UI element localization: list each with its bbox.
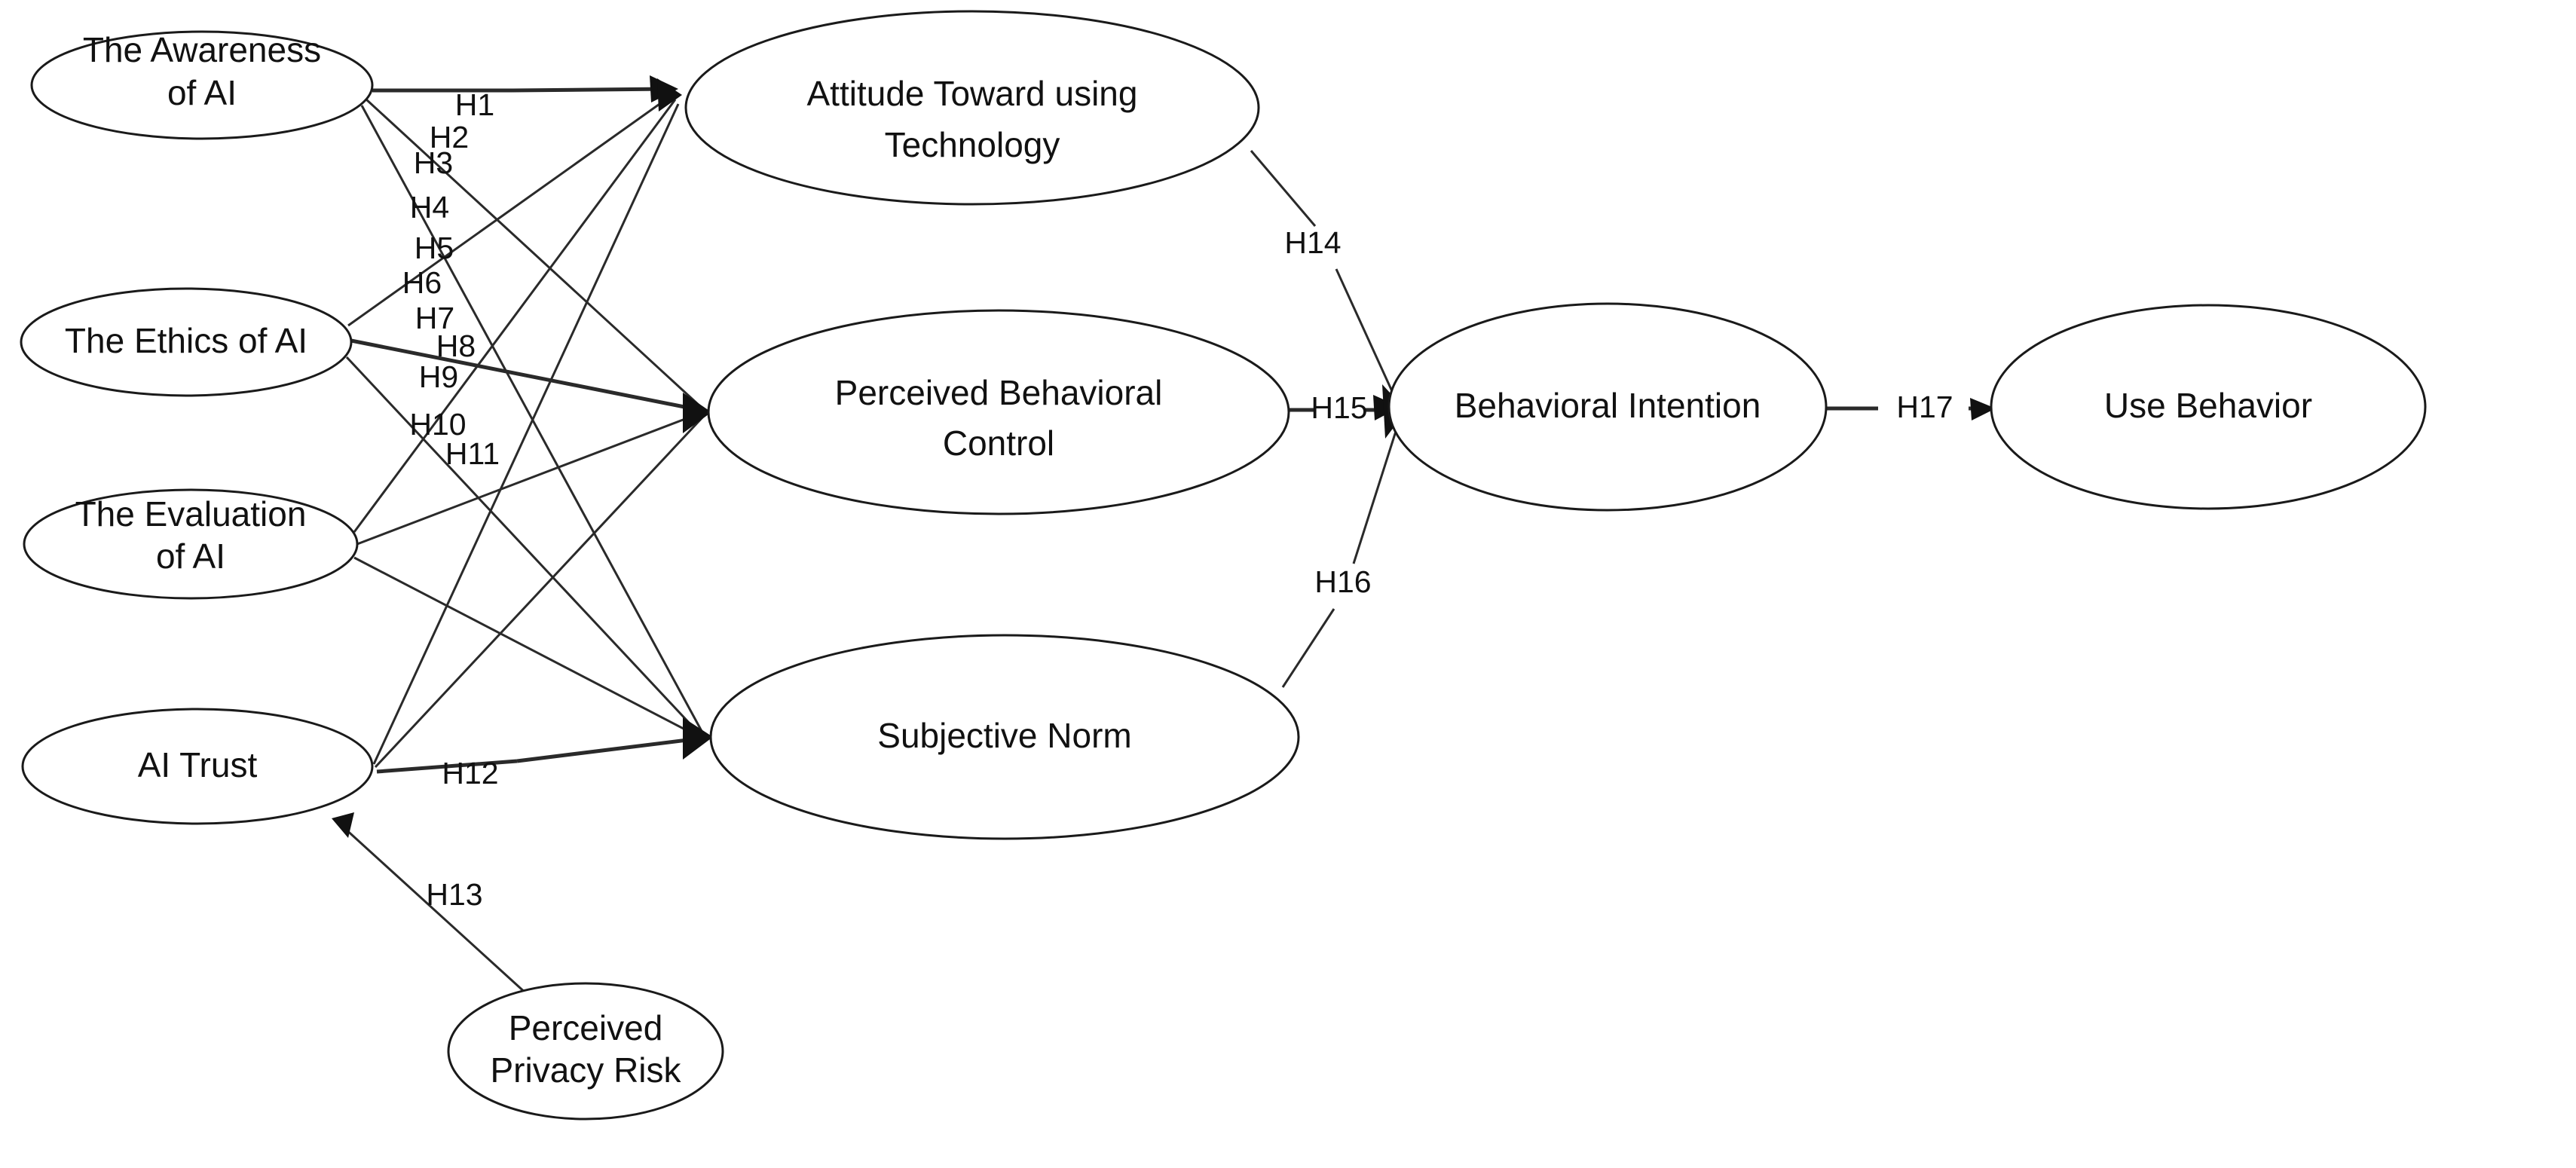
edge-label-h10: H10 <box>409 407 466 442</box>
edge-h2-path <box>365 98 702 408</box>
node-evaluation-of-ai[interactable]: The Evaluation of AI <box>23 488 359 600</box>
node-perceived-privacy-risk-label-line1: Perceived <box>509 1008 663 1047</box>
edge-h9-path <box>353 556 703 740</box>
edge-h13-arrowhead <box>332 812 354 838</box>
node-evaluation-of-ai-label-line1: The Evaluation <box>75 494 307 534</box>
edge-h13[interactable] <box>332 812 529 996</box>
edge-h6-path <box>345 356 702 737</box>
edge-label-h14: H14 <box>1284 225 1341 260</box>
edge-h12[interactable] <box>376 736 700 774</box>
node-behavioral-intention-label-line1: Behavioral Intention <box>1455 386 1761 425</box>
node-behavioral-intention-shape <box>1387 302 1828 512</box>
edge-label-h15: H15 <box>1311 390 1367 425</box>
node-pbc-label-line1: Perceived Behavioral <box>835 373 1163 412</box>
node-attitude-label-line2: Technology <box>885 125 1060 164</box>
node-behavioral-intention[interactable]: Behavioral Intention <box>1387 302 1828 512</box>
edge-label-h4: H4 <box>410 190 449 225</box>
edge-h4[interactable] <box>347 93 673 327</box>
edge-h7-path <box>353 99 677 533</box>
node-attitude-shape <box>684 10 1260 206</box>
node-awareness-of-ai[interactable]: The Awareness of AI <box>30 30 374 140</box>
nodes-layer: The Awareness of AI The Ethics of AI The… <box>20 10 2427 1121</box>
node-ethics-of-ai-label-line1: The Ethics of AI <box>65 321 307 360</box>
edge-h5-path <box>350 338 700 412</box>
edge-h14[interactable] <box>1250 150 1397 400</box>
edge-h11[interactable] <box>374 416 704 769</box>
node-use-behavior-shape <box>1990 304 2427 510</box>
node-subjective-norm-shape <box>709 634 1300 840</box>
edge-h10-path <box>372 103 680 765</box>
edge-h8[interactable] <box>356 411 702 546</box>
edge-label-h8: H8 <box>436 329 476 363</box>
edge-h10[interactable] <box>372 103 680 765</box>
node-awareness-of-ai-label-line2: of AI <box>167 73 237 112</box>
node-ethics-of-ai[interactable]: The Ethics of AI <box>20 287 353 397</box>
edge-label-h5: H5 <box>415 231 454 265</box>
edge-label-h11: H11 <box>445 436 500 471</box>
edge-h9[interactable] <box>353 556 703 740</box>
edge-h5[interactable] <box>350 338 700 412</box>
edge-h8-path <box>356 411 702 546</box>
edge-h16-path-b <box>1352 421 1400 564</box>
edges-layer <box>332 75 1996 996</box>
node-ai-trust-label-line1: AI Trust <box>138 745 258 784</box>
node-attitude-label-line1: Attitude Toward using <box>807 74 1138 113</box>
edge-h13-path <box>342 826 529 996</box>
edge-label-h9: H9 <box>419 359 458 394</box>
edge-h12-path <box>516 736 700 763</box>
node-perceived-privacy-risk[interactable]: Perceived Privacy Risk <box>447 982 724 1121</box>
node-perceived-privacy-risk-shape <box>447 982 724 1121</box>
node-use-behavior[interactable]: Use Behavior <box>1990 304 2427 510</box>
edge-h11-path <box>374 416 704 769</box>
edge-label-h3: H3 <box>414 145 453 180</box>
node-use-behavior-label-line1: Use Behavior <box>2104 386 2312 425</box>
node-perceived-privacy-risk-label-line2: Privacy Risk <box>490 1050 681 1090</box>
arrowhead-subjective <box>683 717 713 760</box>
node-evaluation-of-ai-shape <box>23 488 359 600</box>
edge-h17-arrowhead <box>1970 398 1996 420</box>
edge-h16[interactable] <box>1281 421 1400 688</box>
node-perceived-behavioral-control[interactable]: Perceived Behavioral Control <box>707 309 1290 515</box>
edge-h17[interactable] <box>1827 398 1996 420</box>
edge-label-h16: H16 <box>1314 564 1371 599</box>
node-pbc-label-line2: Control <box>943 423 1054 463</box>
node-pbc-shape <box>707 309 1290 515</box>
edge-label-h12: H12 <box>442 756 498 790</box>
edge-h16-path-a <box>1281 608 1335 688</box>
edge-h14-path-b <box>1335 268 1397 400</box>
edge-h6[interactable] <box>345 356 702 737</box>
edge-h1[interactable] <box>372 75 678 102</box>
edge-label-h17: H17 <box>1896 390 1953 424</box>
edge-h2[interactable] <box>365 98 702 408</box>
node-evaluation-of-ai-label-line2: of AI <box>156 537 225 576</box>
node-ethics-of-ai-shape <box>20 287 353 397</box>
edge-label-h2: H2 <box>430 120 469 154</box>
arrowhead-pbc <box>683 393 711 433</box>
node-ai-trust-shape <box>21 708 374 825</box>
node-subjective-norm-label-line1: Subjective Norm <box>877 716 1131 755</box>
node-subjective-norm[interactable]: Subjective Norm <box>709 634 1300 840</box>
node-awareness-of-ai-label-line1: The Awareness <box>83 30 321 69</box>
edge-label-h13: H13 <box>426 877 482 912</box>
edge-h12-stub <box>376 759 518 774</box>
node-awareness-of-ai-shape <box>30 30 374 140</box>
arrowhead-attitude <box>657 78 682 112</box>
edge-label-h6: H6 <box>402 265 442 300</box>
edge-labels-layer: H1 H2 H3 H4 H5 H6 H7 H8 H9 H10 H11 H12 H… <box>402 87 1953 912</box>
edge-h7[interactable] <box>353 99 677 533</box>
edge-label-h1: H1 <box>455 87 494 122</box>
edge-h14-path-a <box>1250 150 1317 227</box>
node-attitude-toward-using-technology[interactable]: Attitude Toward using Technology <box>684 10 1260 206</box>
edge-h1-path <box>512 87 670 93</box>
edge-h4-path <box>347 93 673 327</box>
node-ai-trust[interactable]: AI Trust <box>21 708 374 825</box>
edge-label-h7: H7 <box>415 301 454 335</box>
